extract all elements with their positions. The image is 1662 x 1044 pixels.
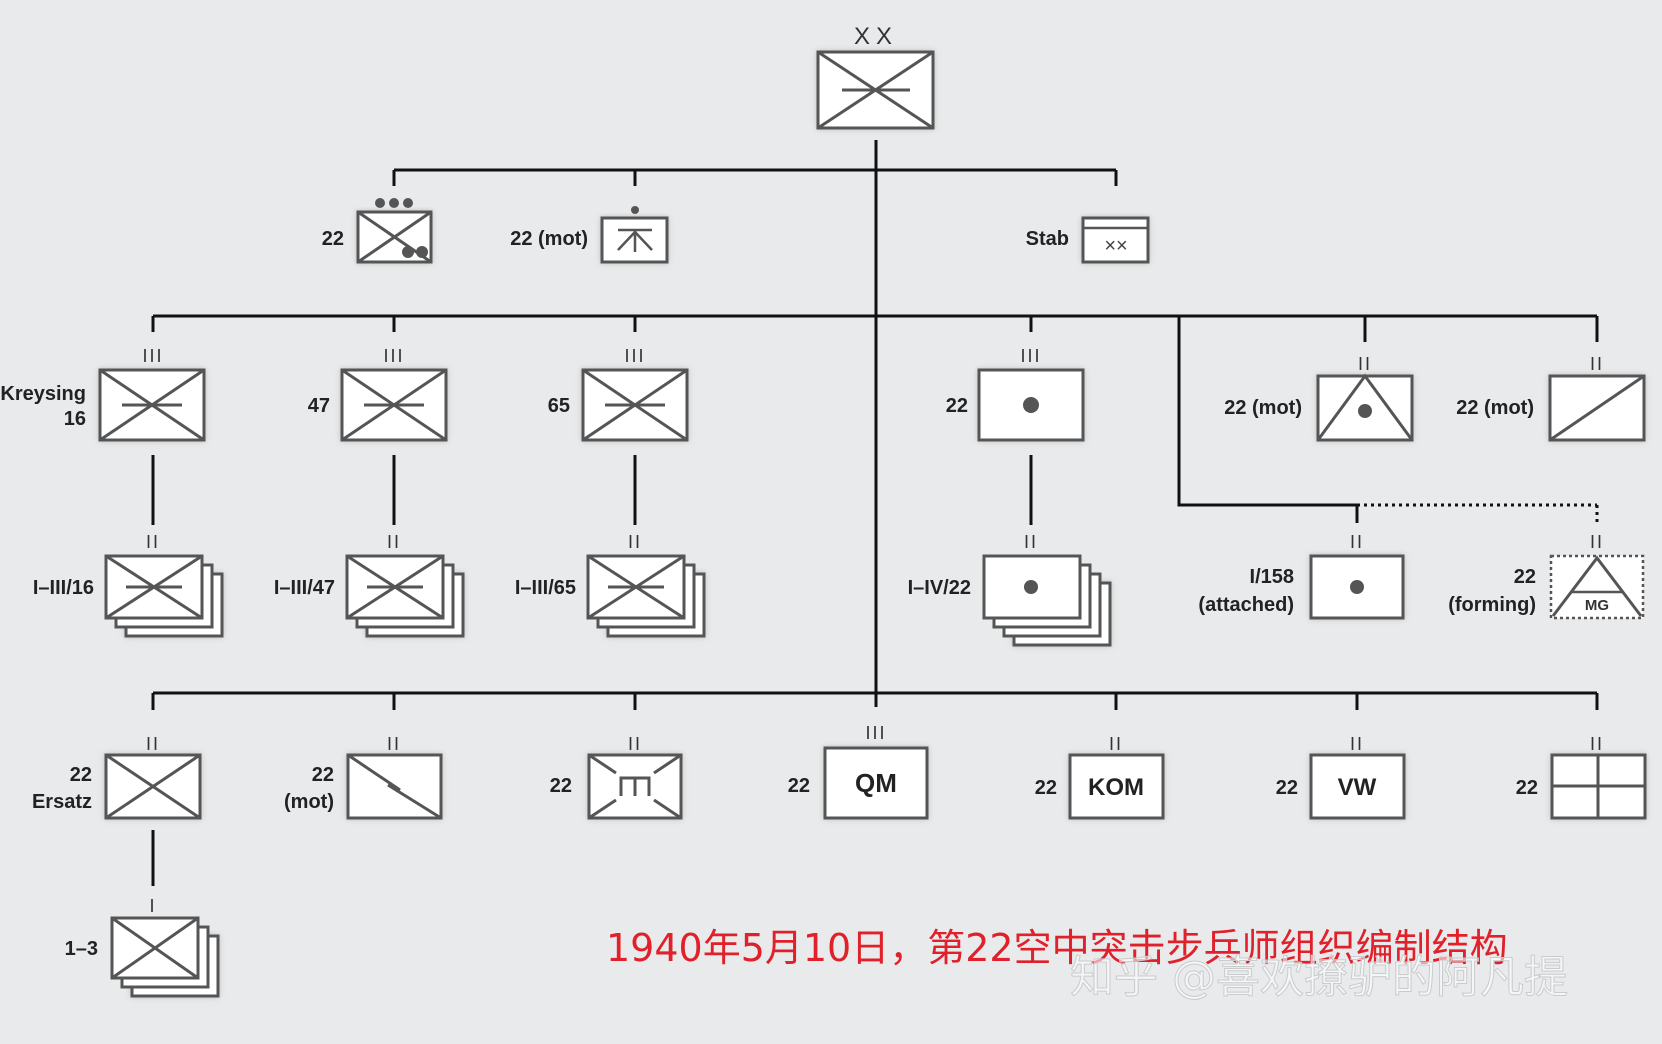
unit-label: 47	[308, 395, 330, 417]
unit-symbol-text: QM	[855, 768, 897, 798]
division-echelon: XX	[854, 23, 898, 50]
machine-gun-unit: II 22 (forming) MG	[1448, 532, 1645, 620]
division-unit: XX	[816, 23, 935, 130]
replacement-company-stack: I 1–3	[65, 896, 220, 998]
regiment-unit: III 65	[548, 346, 689, 442]
unit-symbol-text: VW	[1338, 774, 1377, 801]
echelon-marker: III	[624, 346, 645, 366]
battalion-stack: II I–III/47	[274, 532, 465, 638]
administration-unit: II 22 VW	[1276, 734, 1406, 820]
artillery-regiment-unit: III 22	[946, 346, 1085, 442]
replacement-battalion-unit: II 22 Ersatz	[32, 734, 202, 820]
unit-label: 65	[548, 395, 570, 417]
unit-label: 22 (mot)	[1224, 397, 1302, 419]
commandant-unit: II 22 KOM	[1035, 734, 1165, 820]
echelon-marker: II	[1590, 532, 1604, 552]
connector-lines	[151, 140, 1599, 886]
unit-label: 22	[70, 764, 92, 786]
echelon-marker: II	[628, 734, 642, 754]
unit-label: 22	[550, 775, 572, 797]
battalion-stack: II I–III/65	[515, 532, 706, 638]
staff-unit: Stab ××	[1026, 216, 1150, 264]
battalion-stack: II I–III/16	[33, 532, 224, 638]
echelon-marker: II	[1590, 734, 1604, 754]
watermark: 知乎 @喜欢撩驴的阿凡提	[1070, 952, 1568, 1003]
echelon-marker: II	[1350, 532, 1364, 552]
attached-branch-line	[1177, 316, 1359, 523]
echelon-marker: II	[387, 734, 401, 754]
echelon-marker: III	[865, 723, 886, 743]
unit-label: 22 (mot)	[1456, 397, 1534, 419]
echelon-marker: II	[146, 734, 160, 754]
echelon-marker: I	[149, 896, 156, 916]
unit-label: I/158	[1250, 566, 1294, 588]
unit-label: 22 (mot)	[510, 228, 588, 250]
unit-label: I–IV/22	[908, 577, 971, 599]
artillery-battery-unit: 22	[322, 198, 433, 264]
unit-symbol-text: KOM	[1088, 774, 1144, 801]
unit-label: 22	[1035, 777, 1057, 799]
unit-label: 1–3	[65, 938, 98, 960]
echelon-marker: II	[1024, 532, 1038, 552]
unit-label: 22	[788, 775, 810, 797]
unit-label-line2: (mot)	[284, 791, 334, 813]
unit-label: 22	[946, 395, 968, 417]
echelon-marker: II	[146, 532, 160, 552]
signals-battalion-unit: II 22 (mot)	[284, 734, 443, 820]
echelon-marker: II	[1358, 354, 1372, 374]
echelon-marker: II	[628, 532, 642, 552]
staff-symbol: ××	[1104, 235, 1127, 257]
unit-label-line2: 16	[64, 408, 86, 430]
regiment-unit: III Kreysing 16	[0, 346, 206, 442]
echelon-marker: II	[1590, 354, 1604, 374]
antiaircraft-unit: II 22 (mot)	[1224, 354, 1414, 442]
echelon-marker: III	[383, 346, 404, 366]
unit-label: 22	[312, 764, 334, 786]
echelon-marker: III	[142, 346, 163, 366]
chart-caption: 1940年5月10日，第22空中突击步兵师组织编制结构	[606, 926, 1508, 970]
unit-label: Kreysing	[0, 383, 86, 405]
echelon-marker: II	[387, 532, 401, 552]
medical-unit: II 22	[1516, 734, 1647, 820]
unit-label: I–III/65	[515, 577, 576, 599]
quartermaster-unit: III 22 QM	[788, 723, 929, 820]
unit-label: 22	[322, 228, 344, 250]
unit-label-line2: (forming)	[1448, 594, 1536, 616]
unit-label-line2: (attached)	[1198, 594, 1294, 616]
unit-label: 22	[1516, 777, 1538, 799]
unit-label-line2: Ersatz	[32, 791, 92, 813]
antitank-unit: 22 (mot)	[510, 206, 669, 264]
regiment-unit: III 47	[308, 346, 448, 442]
echelon-marker: II	[1109, 734, 1123, 754]
artillery-battalion-stack: II I–IV/22	[908, 532, 1112, 647]
unit-label: I–III/16	[33, 577, 94, 599]
engineer-battalion-unit: II 22	[550, 734, 683, 820]
echelon-marker: II	[1350, 734, 1364, 754]
attached-battalion-unit: II I/158 (attached)	[1198, 532, 1405, 620]
unit-label: I–III/47	[274, 577, 335, 599]
mg-symbol: MG	[1585, 597, 1609, 614]
echelon-marker: III	[1020, 346, 1041, 366]
reconnaissance-unit: II 22 (mot)	[1456, 354, 1646, 442]
unit-label: Stab	[1026, 228, 1069, 250]
unit-label: 22	[1514, 566, 1536, 588]
unit-label: 22	[1276, 777, 1298, 799]
